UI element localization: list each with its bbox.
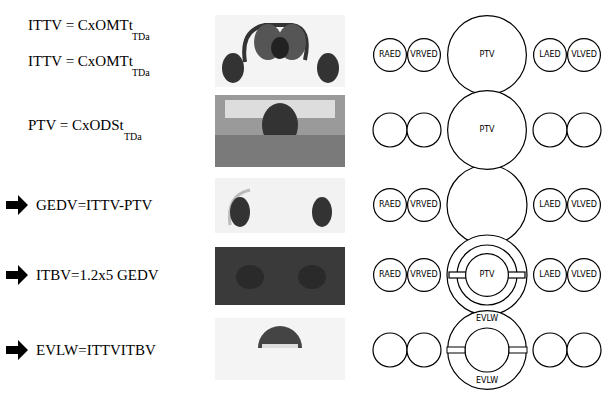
formula-text: ITTV = CxOMTt: [28, 54, 133, 69]
heart-chambers-image: [215, 178, 345, 233]
chamber-circle: RAED: [373, 188, 407, 222]
formula-text: ITBV=1.2x5 GEDV: [36, 268, 159, 283]
lung-heart-image: [215, 15, 345, 87]
chamber-circle: VRVED: [407, 258, 441, 292]
chamber-circle: VLVED: [567, 258, 601, 292]
blood-volume-image: [215, 247, 345, 305]
chamber-label: VLVED: [570, 51, 598, 59]
chamber-label: VRVED: [409, 271, 438, 279]
chamber-label: LAED: [538, 201, 561, 209]
chamber-circle: LAED: [533, 38, 567, 72]
chamber-circle: VLVED: [567, 38, 601, 72]
subscript-text: TDa: [132, 68, 150, 78]
chamber-circle: VLVED: [567, 188, 601, 222]
chamber-circle: EVLW EVLW: [447, 310, 527, 390]
chamber-label: RAED: [378, 271, 402, 279]
subscript-text: TDa: [124, 132, 142, 142]
arrow-symbol: [6, 195, 28, 215]
chamber-label: VRVED: [409, 201, 438, 209]
formula-text: ITTV = CxOMTt: [28, 18, 133, 33]
chamber-label: PTV: [478, 271, 495, 279]
chamber-label: VRVED: [409, 51, 438, 59]
chamber-label: PTV: [478, 126, 495, 134]
chamber-circle: RAED: [373, 258, 407, 292]
chamber-label: LAED: [538, 51, 561, 59]
chamber-label: LAED: [538, 271, 561, 279]
arrow-symbol: [6, 340, 28, 360]
chamber-circle: PTV: [465, 253, 509, 297]
chamber-label: VLVED: [570, 201, 598, 209]
chamber-label: VLVED: [570, 271, 598, 279]
chamber-circle: PTV: [447, 90, 527, 170]
chamber-circle: PTV: [447, 15, 527, 95]
chamber-label: PTV: [478, 51, 495, 59]
lung-water-image: [215, 318, 345, 380]
chamber-label: EVLW: [475, 377, 499, 385]
formula-text: EVLW=ITTVITBV: [36, 343, 156, 358]
subscript-text: TDa: [132, 32, 150, 42]
chamber-circle: VRVED: [407, 38, 441, 72]
pulmonary-image: [215, 95, 345, 167]
arrow-symbol: [6, 265, 28, 285]
chamber-label: RAED: [378, 51, 402, 59]
formula-text: PTV = CxODSt: [28, 118, 124, 133]
chamber-circle: LAED: [533, 188, 567, 222]
chamber-label: EVLW: [475, 315, 499, 323]
formula-text: GEDV=ITTV-PTV: [36, 198, 152, 213]
chamber-circle: LAED: [533, 258, 567, 292]
chamber-circle: RAED: [373, 38, 407, 72]
chamber-label: RAED: [378, 201, 402, 209]
chamber-circle: VRVED: [407, 188, 441, 222]
